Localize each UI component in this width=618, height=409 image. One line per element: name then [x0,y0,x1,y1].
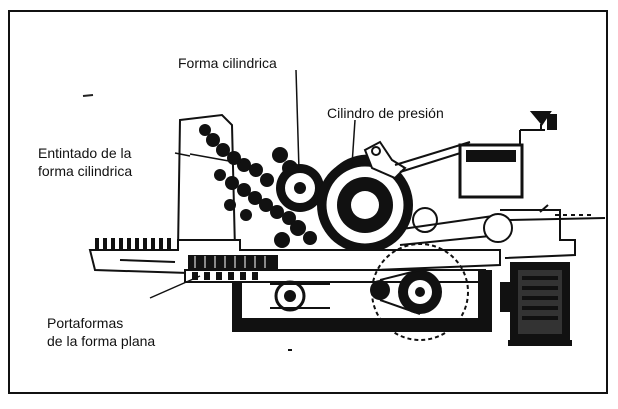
label-portaformas-line1: Portaformas [47,315,124,331]
base-frame [232,270,510,351]
gripper-arm [363,140,471,180]
delivery-belt [394,204,606,259]
label-entintado-line2: forma cilindrica [38,163,133,179]
label-portaformas-line2: de la forma plana [47,333,156,349]
motor-cabinet [508,262,572,346]
lower-roller [270,280,330,312]
leader-lines [149,69,356,299]
label-forma-cilindrica: Forma cilindrica [178,55,277,71]
delivery-box [458,143,524,199]
feed-valve [519,111,557,145]
impression-cylinder [317,154,413,253]
form-cylinder [276,164,324,212]
label-entintado-line1: Entintado de la [38,145,132,161]
stray-mark [82,94,94,97]
drive-flywheel [370,243,469,341]
label-cilindro-de-presion: Cilindro de presión [327,105,444,121]
